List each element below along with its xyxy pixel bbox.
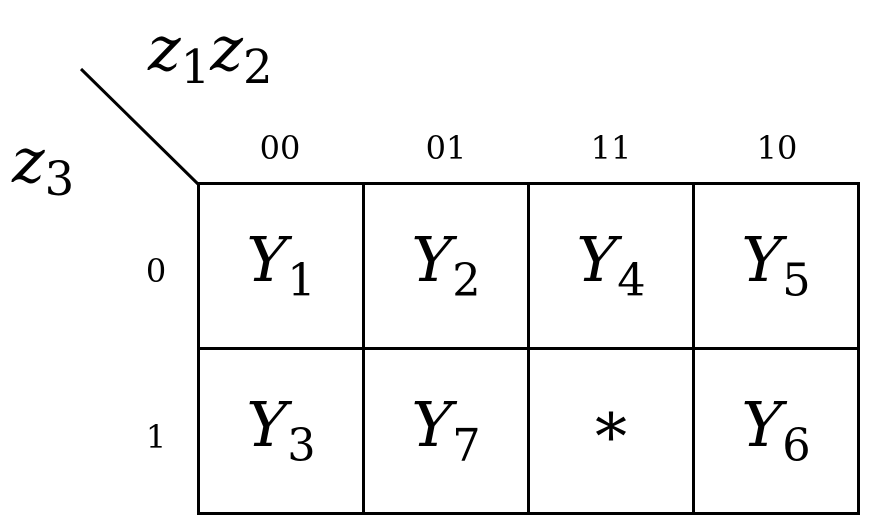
map-cell: Y5 xyxy=(695,185,860,350)
map-cell: Y2 xyxy=(365,185,530,350)
map-cell: Y4 xyxy=(530,185,695,350)
column-var-2: z2 xyxy=(210,12,273,95)
row-variable-label: z3 xyxy=(12,124,75,207)
column-var-1: z1 xyxy=(148,12,211,95)
column-variables-label: z1z2 xyxy=(148,18,273,91)
map-cell: Y6 xyxy=(695,350,860,515)
row-header-0: 0 xyxy=(145,252,167,290)
corner-diagonal-line xyxy=(79,67,201,187)
row-header-1: 1 xyxy=(145,418,167,456)
column-header-10: 10 xyxy=(756,129,798,167)
column-header-01: 01 xyxy=(425,129,467,167)
column-header-00: 00 xyxy=(259,129,301,167)
map-cell: Y7 xyxy=(365,350,530,515)
column-header-11: 11 xyxy=(590,129,632,167)
karnaugh-map-grid: Y1 Y2 Y4 Y5 Y3 Y7 * Y6 xyxy=(197,182,860,515)
map-cell-dont-care: * xyxy=(530,350,695,515)
map-cell: Y1 xyxy=(200,185,365,350)
map-cell: Y3 xyxy=(200,350,365,515)
